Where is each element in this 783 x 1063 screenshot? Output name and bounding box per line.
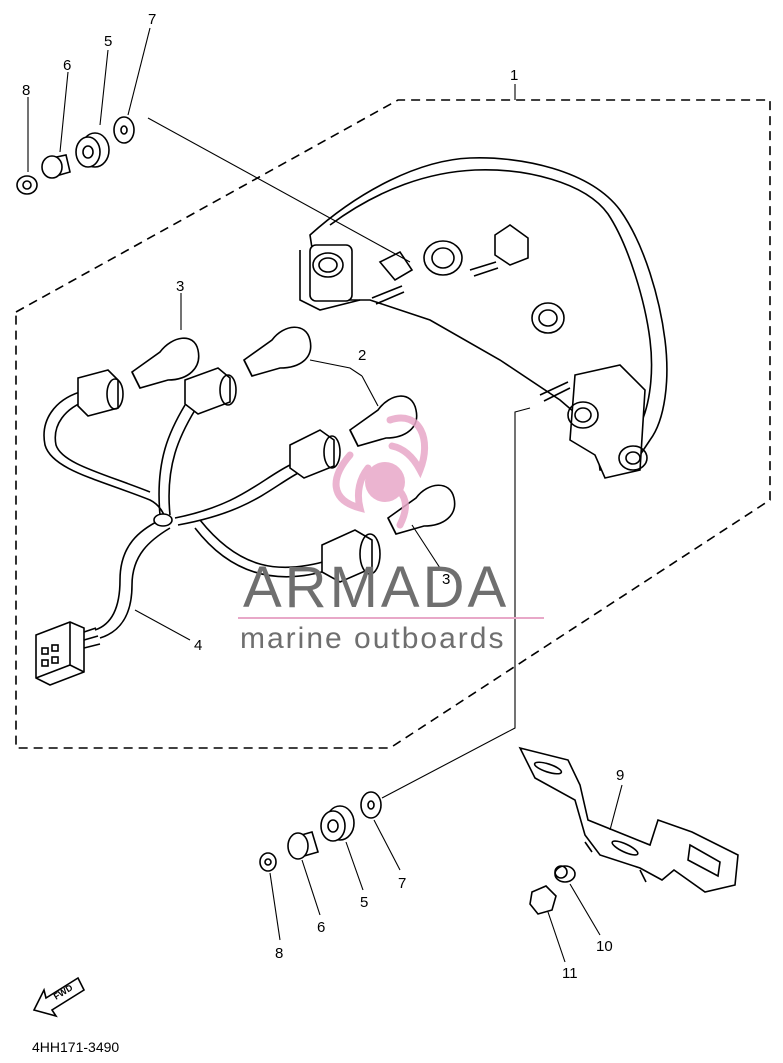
leader-11	[547, 911, 566, 963]
assembly-boundary	[15, 99, 771, 749]
nut-8-upper	[16, 175, 38, 195]
leader-7a	[127, 27, 151, 116]
wire-harness	[43, 391, 336, 639]
armada-logo-icon	[332, 414, 428, 529]
grommet-5-lower	[320, 805, 355, 842]
callout-6-upper: 6	[63, 57, 71, 74]
leader-5a	[99, 49, 109, 126]
upper-fastener-leader	[147, 117, 411, 263]
callout-6-lower: 6	[317, 919, 325, 936]
lower-fastener-leader	[381, 407, 531, 799]
callout-7-lower: 7	[398, 875, 406, 892]
callout-2: 2	[358, 347, 366, 364]
diagram-reference-code: 4HH171-3490	[32, 1039, 119, 1055]
grommet-5-upper	[75, 132, 110, 168]
callout-3-upper: 3	[176, 278, 184, 295]
callout-10: 10	[596, 938, 613, 955]
callout-3-lower: 3	[442, 571, 450, 588]
leader-4	[134, 609, 191, 641]
collar-6-upper	[41, 154, 71, 179]
bulb-socket-3	[289, 429, 341, 479]
callout-4: 4	[194, 637, 202, 654]
bulb-socket-1	[77, 369, 124, 417]
bulb-3-upper	[130, 337, 200, 389]
bracket-9	[518, 746, 739, 893]
leader-9	[609, 784, 623, 831]
leader-2b	[361, 375, 379, 407]
callout-8-lower: 8	[275, 945, 283, 962]
bulb-2-upper	[242, 326, 312, 377]
callout-5-upper: 5	[104, 33, 112, 50]
callout-5-lower: 5	[360, 894, 368, 911]
forward-arrow-icon: FWD	[32, 976, 86, 1018]
harness-connector	[35, 621, 101, 686]
callout-7-upper: 7	[148, 11, 156, 28]
nut-8-lower	[259, 852, 277, 872]
leader-5b	[345, 841, 364, 891]
bulb-socket-2	[184, 367, 237, 415]
watermark-tagline: marine outboards	[240, 622, 505, 655]
nut-11	[529, 885, 557, 915]
tail-light-housing	[299, 157, 668, 479]
bulb-2-lower	[348, 395, 418, 447]
bulb-socket-4	[321, 529, 381, 583]
watermark-brand: ARMADA	[243, 555, 509, 620]
leader-6b	[301, 859, 321, 916]
leader-10	[569, 883, 601, 936]
leader-2a	[309, 359, 363, 377]
leader-8b	[269, 872, 281, 941]
callout-1: 1	[510, 67, 518, 84]
leader-6a	[59, 71, 69, 153]
collar-10	[554, 865, 576, 883]
callout-9: 9	[616, 767, 624, 784]
washer-7-lower	[360, 791, 382, 819]
leader-3b	[411, 524, 441, 569]
leader-7b	[373, 819, 401, 871]
callout-11: 11	[562, 965, 578, 982]
callout-8-upper: 8	[22, 82, 30, 99]
collar-6-lower	[287, 831, 319, 860]
washer-7-upper	[113, 116, 135, 144]
